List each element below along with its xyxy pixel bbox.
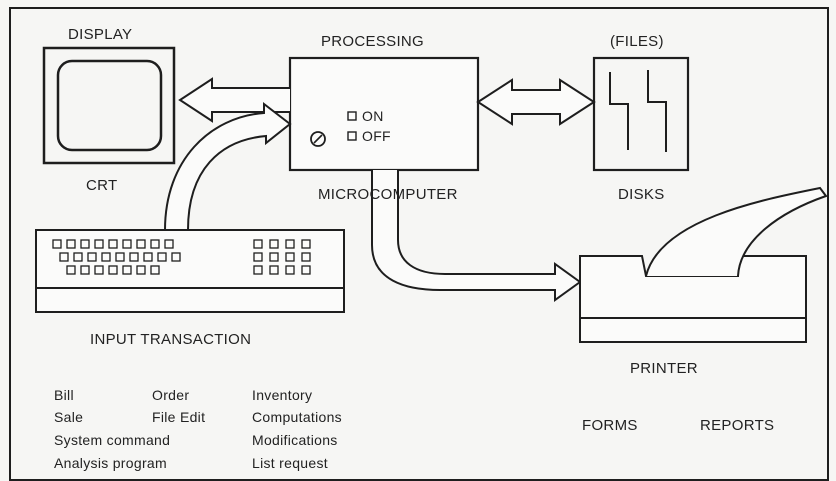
off-label: OFF bbox=[362, 129, 391, 143]
crt-monitor bbox=[44, 48, 174, 163]
transaction-item: File Edit bbox=[152, 410, 205, 424]
arrow-input-to-processing bbox=[165, 104, 290, 230]
printer-label: PRINTER bbox=[630, 361, 698, 376]
transaction-item: Sale bbox=[54, 410, 83, 424]
processing-label: PROCESSING bbox=[321, 34, 424, 49]
printer bbox=[580, 188, 826, 342]
transaction-item: Inventory bbox=[252, 388, 312, 402]
transaction-item: Computations bbox=[252, 410, 342, 424]
disk-file-icon bbox=[648, 70, 666, 152]
transaction-item: Modifications bbox=[252, 433, 338, 447]
transaction-item: List request bbox=[252, 456, 328, 470]
keyboard bbox=[36, 230, 344, 312]
transaction-item: System command bbox=[54, 433, 170, 447]
microcomputer-box bbox=[290, 58, 478, 170]
display-label: DISPLAY bbox=[68, 27, 132, 42]
disks-label: DISKS bbox=[618, 187, 665, 202]
crt-label: CRT bbox=[86, 178, 117, 193]
transaction-item: Order bbox=[152, 388, 189, 402]
files-label: (FILES) bbox=[610, 34, 664, 49]
on-label: ON bbox=[362, 109, 384, 123]
microcomputer-label: MICROCOMPUTER bbox=[318, 187, 458, 202]
arrow-processing-disks bbox=[478, 80, 594, 124]
input-transaction-label: INPUT TRANSACTION bbox=[90, 332, 251, 347]
transaction-item: Bill bbox=[54, 388, 74, 402]
disk-file-icon bbox=[610, 72, 628, 150]
disks-box bbox=[594, 58, 688, 170]
forms-label: FORMS bbox=[582, 418, 638, 433]
reports-label: REPORTS bbox=[700, 418, 774, 433]
transaction-item: Analysis program bbox=[54, 456, 167, 470]
